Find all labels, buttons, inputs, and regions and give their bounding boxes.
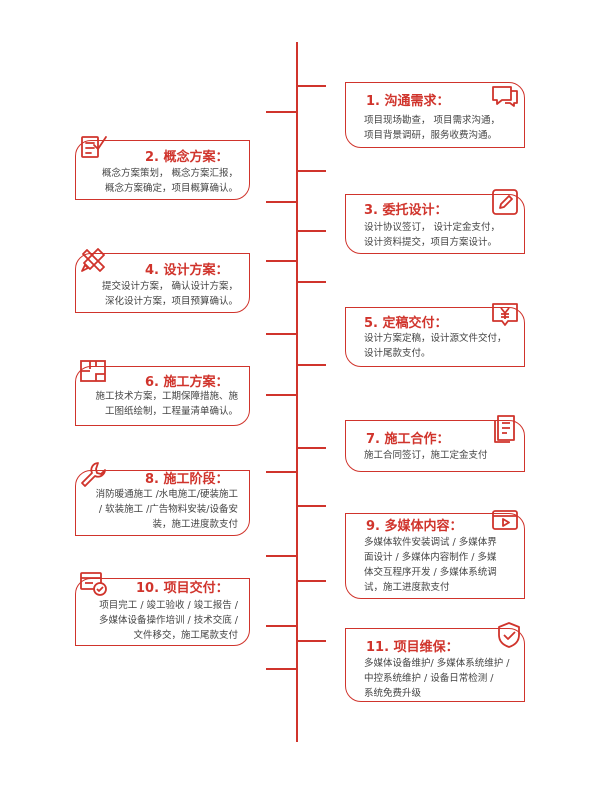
timeline-tick: [298, 85, 326, 87]
step-card-2: [75, 140, 250, 200]
step-desc-4: 提交设计方案， 确认设计方案，深化设计方案，项目预算确认。: [101, 281, 238, 307]
timeline-tick: [266, 201, 296, 203]
step-desc-5: 设计方案定稿，设计源文件交付，设计尾款支付。: [364, 333, 507, 359]
step-title-2: 2. 概念方案：: [145, 150, 229, 165]
step-title-5: 5. 定稿交付：: [364, 316, 448, 331]
timeline-tick: [298, 640, 326, 642]
media-icon: [490, 506, 520, 536]
step-card-4: [75, 253, 250, 313]
step-card-9: [345, 513, 525, 599]
timeline-tick: [266, 260, 296, 262]
step-card-1: [345, 82, 525, 148]
checklist-icon: [78, 131, 108, 161]
shield-check-icon: [494, 620, 524, 650]
timeline-tick: [298, 364, 326, 366]
tools-icon: [78, 245, 108, 275]
timeline-tick: [266, 625, 296, 627]
step-desc-3: 设计协议签订， 设计定金支付，设计资料提交，项目方案设计。: [364, 222, 501, 248]
step-title-10: 10. 项目交付：: [136, 581, 229, 596]
timeline-axis: [296, 42, 298, 742]
step-title-7: 7. 施工合作：: [366, 432, 450, 447]
chat-icon: [490, 80, 520, 110]
step-desc-10: 项目完工 / 竣工验收 / 竣工报告 /多媒体设备操作培训 / 技术交底 /文件…: [99, 600, 238, 641]
step-desc-8: 消防暖通施工 /水电施工/硬装施工/ 软装施工 /广告物料安装/设备安装，施工进…: [95, 489, 238, 530]
step-title-1: 1. 沟通需求：: [366, 94, 450, 109]
timeline-tick: [298, 447, 326, 449]
step-card-5: [345, 307, 525, 367]
timeline-tick: [266, 333, 296, 335]
yuan-icon: [490, 300, 520, 330]
step-card-8: [75, 470, 250, 536]
step-desc-11: 多媒体设备维护/ 多媒体系统维护 /中控系统维护 / 设备日常检测 /系统免费升…: [364, 658, 510, 699]
step-title-3: 3. 委托设计：: [364, 203, 448, 218]
timeline-tick: [298, 230, 326, 232]
step-desc-9: 多媒体软件安装调试 / 多媒体界面设计 / 多媒体内容制作 / 多媒体交互程序开…: [364, 537, 497, 593]
timeline-tick: [298, 281, 326, 283]
step-desc-6: 施工技术方案，工期保障措施、施工图纸绘制，工程量清单确认。: [95, 391, 238, 417]
step-desc-1: 项目现场勘查， 项目需求沟通，项目背景调研，服务收费沟通。: [364, 115, 501, 141]
delivery-icon: [78, 568, 108, 598]
edit-icon: [490, 187, 520, 217]
step-desc-2: 概念方案策划， 概念方案汇报，概念方案确定，项目概算确认。: [101, 168, 238, 194]
timeline-tick: [298, 170, 326, 172]
step-title-11: 11. 项目维保：: [366, 640, 459, 655]
timeline-tick: [298, 580, 326, 582]
timeline-tick: [266, 555, 296, 557]
timeline-tick: [266, 471, 296, 473]
step-card-3: [345, 194, 525, 254]
timeline-tick: [266, 394, 296, 396]
step-title-6: 6. 施工方案：: [145, 375, 229, 390]
floorplan-icon: [78, 356, 108, 386]
documents-icon: [490, 413, 520, 443]
timeline-tick: [266, 668, 296, 670]
step-card-11: [345, 628, 525, 702]
timeline-tick: [266, 111, 296, 113]
step-title-8: 8. 施工阶段：: [145, 472, 229, 487]
timeline-tick: [298, 505, 326, 507]
step-title-4: 4. 设计方案：: [145, 263, 229, 278]
step-desc-7: 施工合同签订，施工定金支付: [364, 450, 488, 461]
step-title-9: 9. 多媒体内容：: [366, 519, 463, 534]
wrench-icon: [78, 460, 108, 490]
